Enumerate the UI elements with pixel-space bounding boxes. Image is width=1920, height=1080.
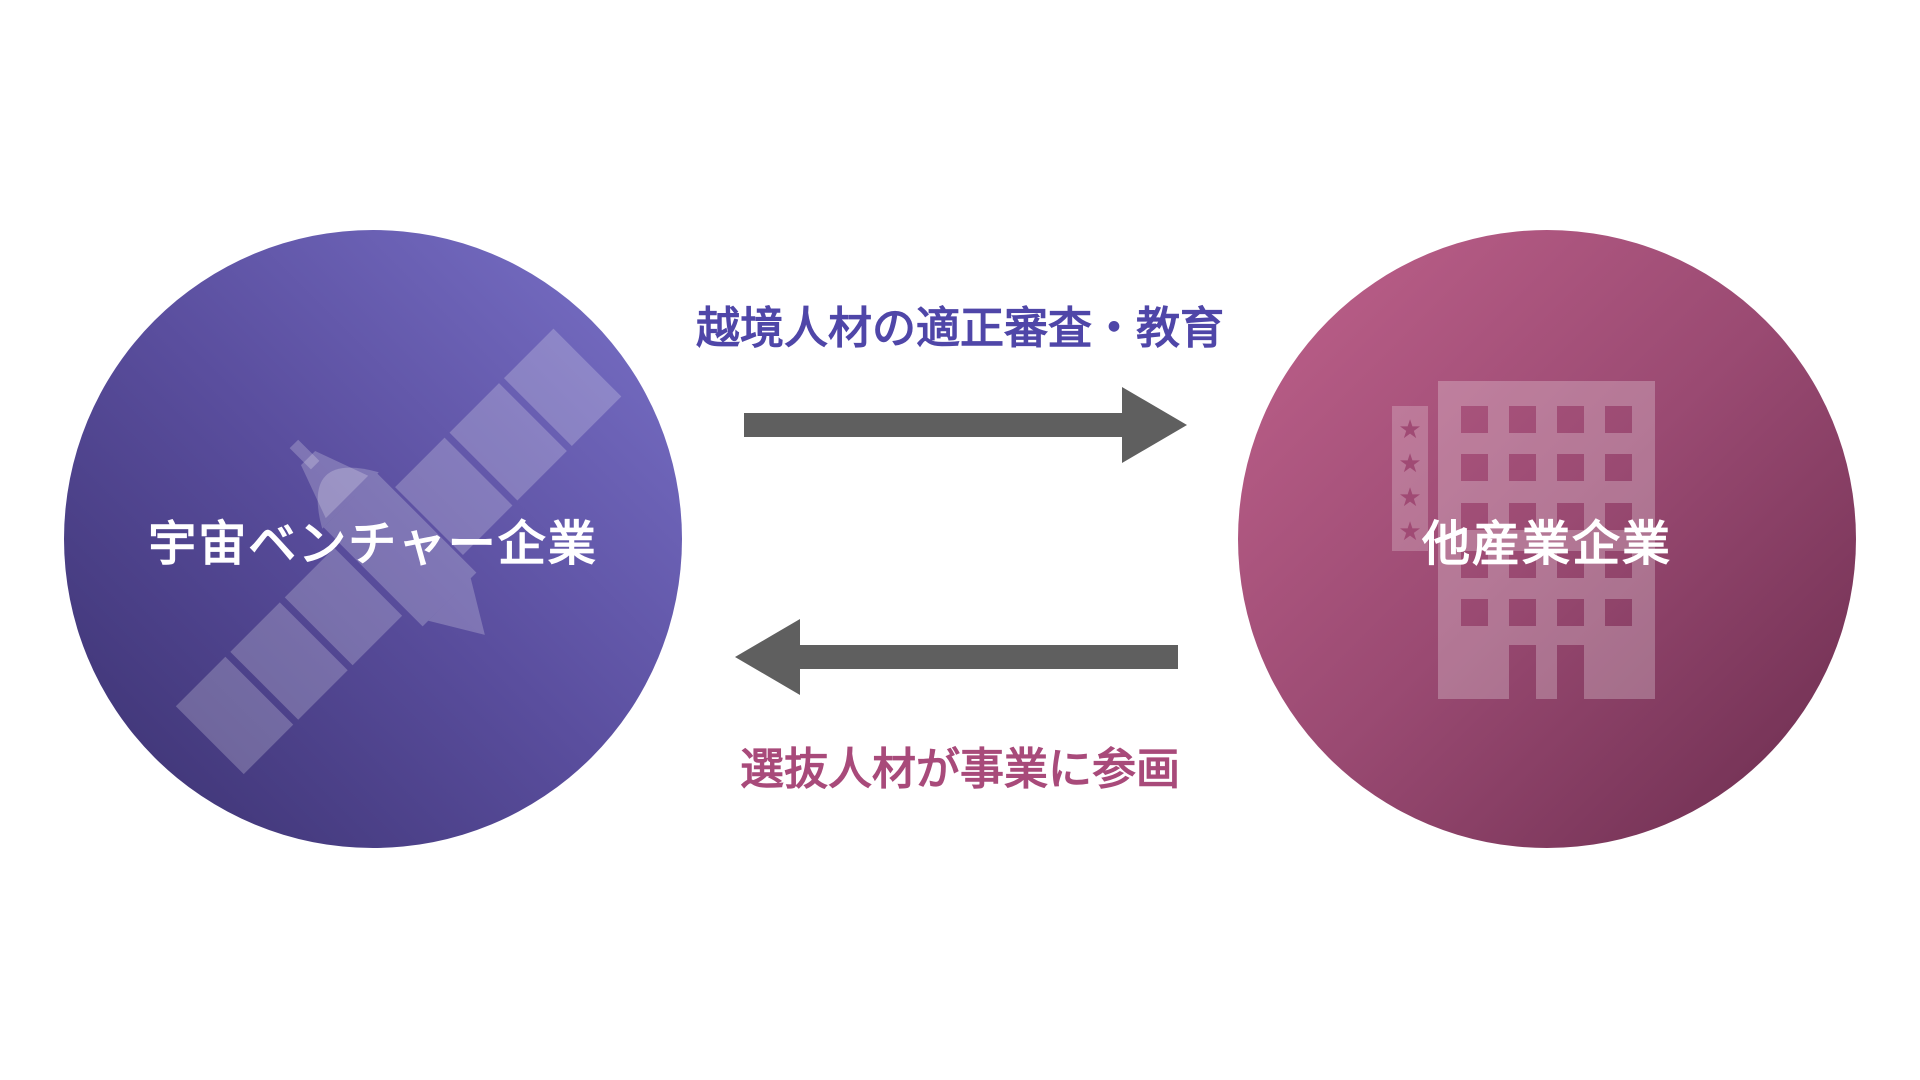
other-industry-node: ★ ★ ★ ★ 他産業企業 <box>1238 230 1856 848</box>
svg-text:★: ★ <box>1398 449 1421 479</box>
building-icon: ★ ★ ★ ★ <box>1392 381 1655 699</box>
other-industry-label: 他産業企業 <box>1421 516 1672 572</box>
right-arrow-icon <box>744 387 1187 463</box>
top-flow-label: 越境人材の適正審査・教育 <box>696 303 1224 354</box>
space-venture-node: 宇宙ベンチャー企業 <box>64 230 682 848</box>
svg-text:★: ★ <box>1398 415 1421 445</box>
svg-text:★: ★ <box>1398 483 1421 513</box>
left-arrow-icon <box>735 619 1178 695</box>
svg-text:★: ★ <box>1398 517 1421 547</box>
satellite-icon <box>175 328 622 775</box>
space-venture-label: 宇宙ベンチャー企業 <box>148 516 598 572</box>
bottom-flow-label: 選抜人材が事業に参画 <box>740 744 1180 795</box>
